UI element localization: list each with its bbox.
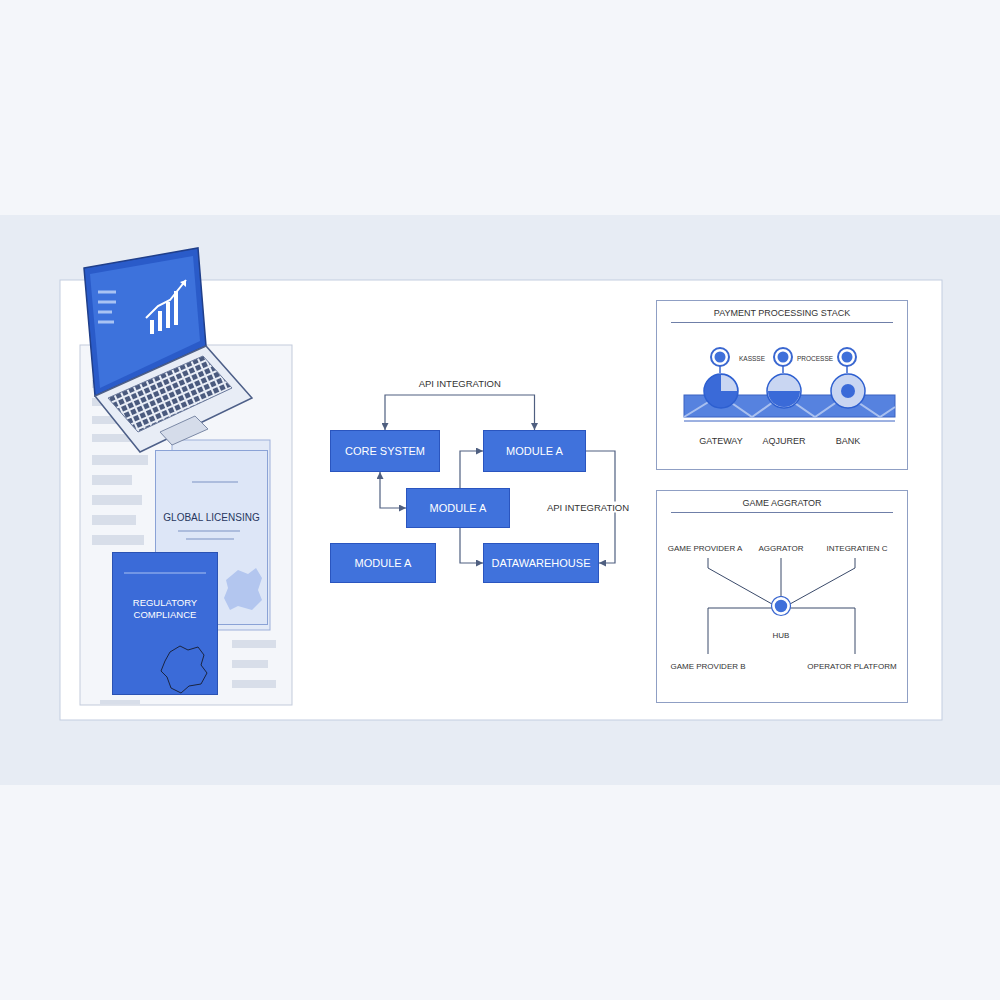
diagram-label: OPERATOR PLATFORM — [807, 662, 896, 671]
paper-sheet — [80, 345, 292, 705]
connector — [380, 472, 406, 508]
connector — [460, 528, 483, 563]
keyboard — [108, 356, 232, 432]
disc-wedge — [768, 391, 800, 407]
node-text: REGULATORY COMPLIANCE — [121, 597, 209, 621]
ground-band — [0, 215, 1000, 785]
stage-circle: AQJURER — [754, 371, 814, 446]
diagram-label: GAME PROVIDER A — [668, 544, 743, 553]
node-text: CORE SYSTEM — [345, 445, 425, 457]
hub-wire — [708, 558, 855, 654]
process-box: MODULE A — [483, 430, 586, 472]
node-shape — [691, 371, 751, 411]
stem — [720, 366, 847, 373]
node-text: GLOBAL LICENSING — [162, 512, 261, 523]
node-text: GAME AGGRATOR — [671, 498, 893, 513]
panel: HUB GAME AGGRATOR — [656, 490, 908, 703]
node-text: MODULE A — [355, 557, 412, 569]
node-text: GATEWAY — [679, 436, 763, 446]
paper-stack — [80, 345, 292, 705]
panel: GATEWAYAQJURERBANK PAYMENT PROCESSING STA… — [656, 300, 908, 470]
document-card: REGULATORY COMPLIANCE — [112, 552, 218, 695]
node-text: HUB — [749, 631, 813, 640]
process-box: MODULE A — [406, 488, 510, 528]
node-text: MODULE A — [430, 502, 487, 514]
map-outline — [161, 646, 207, 693]
stage-disc — [767, 374, 801, 408]
node-text: PAYMENT PROCESSING STACK — [671, 308, 893, 323]
band-base — [684, 421, 895, 422]
diagram-label: PROCESSE — [797, 355, 833, 362]
disc-dot — [841, 384, 855, 398]
node-shape — [754, 371, 814, 411]
diagram-label: AGGRATOR — [758, 544, 803, 553]
hub-dot — [774, 599, 788, 613]
diagram-label: INTEGRATIEN C — [826, 544, 887, 553]
small-node-core — [715, 352, 853, 363]
screen-trend — [146, 280, 186, 318]
document-lines — [178, 482, 240, 539]
disc-wedge — [721, 375, 737, 391]
trend-arrow — [180, 280, 186, 287]
process-box: CORE SYSTEM — [330, 430, 440, 472]
node-shape — [761, 596, 801, 636]
diagram-label: KASSSE — [739, 355, 765, 362]
node-text: AQJURER — [742, 436, 826, 446]
touchpad — [160, 416, 208, 445]
stage-circle: GATEWAY — [691, 371, 751, 446]
connector — [460, 451, 483, 488]
laptop — [84, 248, 252, 452]
process-box: DATAWAREHOUSE — [483, 543, 599, 583]
node-text: BANK — [806, 436, 890, 446]
screen-menu — [98, 292, 116, 322]
stage-circle: BANK — [818, 371, 878, 446]
node-text: DATAWAREHOUSE — [491, 557, 590, 569]
small-node — [711, 348, 856, 366]
stage-disc — [704, 374, 738, 408]
connector — [385, 395, 535, 430]
diagram-label: GAME PROVIDER B — [670, 662, 745, 671]
map-region — [224, 568, 262, 610]
node-text: MODULE A — [506, 445, 563, 457]
payment-band — [684, 348, 895, 421]
process-box: MODULE A — [330, 543, 436, 583]
connector-label: API INTEGRATION — [544, 502, 632, 513]
stage-disc — [831, 374, 865, 408]
hub-circle: HUB — [761, 596, 801, 640]
document-lines — [124, 572, 206, 573]
connector-label: API INTEGRATION — [416, 378, 504, 389]
node-shape — [818, 371, 878, 411]
laptop-base — [95, 346, 252, 452]
hub-ring — [772, 597, 791, 616]
